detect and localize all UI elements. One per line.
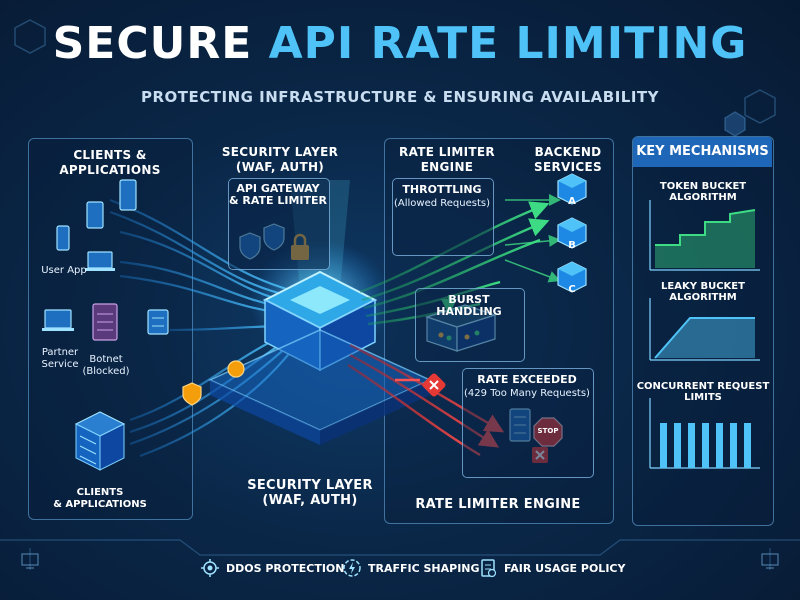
security-heading-line-1: SECURITY LAYER [221,145,339,159]
user-app-label: User App [41,265,87,276]
concurrent-limits-chart [649,398,760,469]
rate-limiter-bottom-label: RATE LIMITER ENGINE [415,497,581,512]
clients-bottom-label: CLIENTS & APPLICATIONS [50,487,150,511]
leaky-bucket-chart [649,298,760,361]
backend-service-cubes [557,173,587,293]
laptop-icon [85,251,115,271]
security-heading-line-2: (WAF, AUTH) [235,160,325,174]
footer-ddos: DDOS PROTECTION [200,558,345,578]
botnet-label: Botnet (Blocked) [78,354,134,378]
rate-limiter-heading-line-1: RATE LIMITER [399,145,495,159]
rate-exceeded-subtitle: (429 Too Many Requests) [464,388,590,399]
gear-icon [201,559,219,577]
circuit-traces [0,539,800,570]
rate-limiter-heading-line-2: ENGINE [420,160,474,174]
fair-usage-label: FAIR USAGE POLICY [504,561,626,575]
server-stack-icon [74,411,126,471]
backend-heading: BACKEND SERVICES [528,145,608,175]
rate-exceeded-box [462,368,594,478]
traffic-shaping-label: TRAFFIC SHAPING [368,561,480,575]
clients-bottom-line-1: CLIENTS [76,487,124,498]
clients-heading: CLIENTS & APPLICATIONS [59,148,161,177]
service-a-label: A [568,196,576,207]
botnet-server-icon [92,303,118,341]
token-coin-icon [227,360,245,378]
rate-limiter-heading: RATE LIMITER ENGINE [392,145,502,175]
checklist-icon [481,559,497,578]
throttling-box [392,178,494,256]
service-c-label: C [568,284,576,295]
backend-heading-line-2: SERVICES [534,160,602,174]
partner-service-label: Partner Service [32,347,88,371]
throttling-subtitle: (Allowed Requests) [393,198,490,209]
rate-exceeded-title: RATE EXCEEDED [477,373,577,386]
ddos-label: DDOS PROTECTION [226,561,345,575]
security-bottom-line-1: SECURITY LAYER [247,478,373,493]
traffic-shaping-icon [343,559,361,577]
footer-fair-usage: FAIR USAGE POLICY [478,558,625,578]
leaky-bucket-label: LEAKY BUCKET ALGORITHM [661,281,745,303]
service-b-label: B [568,240,576,251]
api-gateway-box [228,178,330,270]
monitor-icon [21,553,39,569]
api-gateway-label: API GATEWAY & RATE LIMITER [228,183,328,207]
security-bottom-line-2: (WAF, AUTH) [262,493,358,508]
waf-shield-icon [182,382,202,406]
key-mechanisms-heading: KEY MECHANISMS [633,137,772,167]
burst-handling-box [415,288,525,362]
title-part-2: API RATE LIMITING [268,18,748,69]
security-bottom-label: SECURITY LAYER (WAF, AUTH) [240,478,380,508]
botnet-line-1: Botnet [89,354,123,365]
clients-bottom-line-2: & APPLICATIONS [53,499,147,510]
phone-icon [56,225,70,251]
gateway-line-2: & RATE LIMITER [228,194,328,207]
partner-line-2: Service [41,359,79,370]
botnet-line-2: (Blocked) [82,366,130,377]
title-part-1: SECURE [52,18,253,69]
page-subtitle: PROTECTING INFRASTRUCTURE & ENSURING AVA… [140,88,660,106]
footer-traffic-shaping: TRAFFIC SHAPING [342,558,480,578]
laptop-icon-partner [42,309,74,331]
token-bucket-label: TOKEN BUCKET ALGORITHM [659,181,747,203]
tablet-icon [86,201,104,229]
partner-line-1: Partner [41,347,79,358]
api-gateway-cube [208,270,432,445]
token-bucket-chart [649,200,760,271]
server-icon [147,309,169,335]
blocked-warning-icon [422,373,446,397]
gateway-line-1: API GATEWAY [236,182,320,195]
page-title: SECURE API RATE LIMITING [0,18,800,69]
security-heading: SECURITY LAYER (WAF, AUTH) [215,145,345,175]
backend-heading-line-1: BACKEND [534,145,602,159]
burst-handling-title: BURST HANDLING [436,293,502,318]
throttling-title: THROTTLING [402,183,482,196]
concurrent-limits-label: CONCURRENT REQUEST LIMITS [636,381,770,403]
stop-sign-label: STOP [537,427,559,435]
